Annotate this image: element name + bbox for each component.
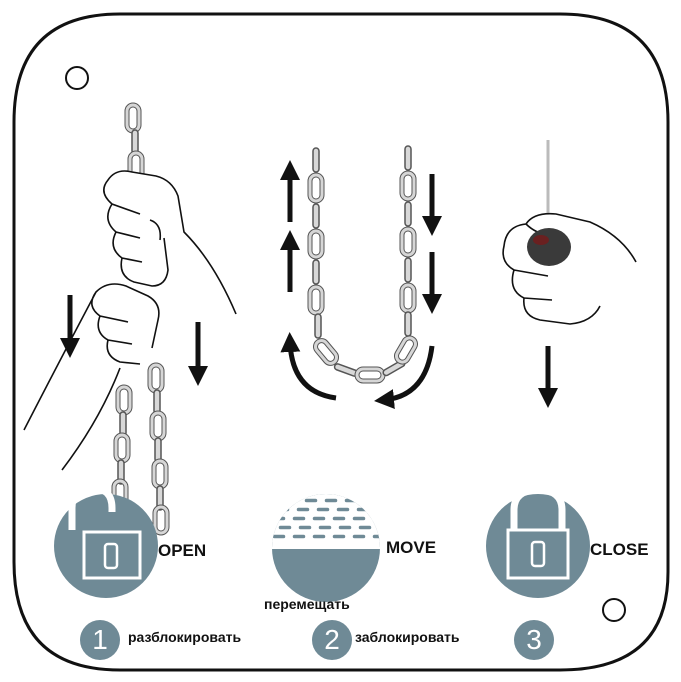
- unlock-ru-label: разблокировать: [128, 629, 241, 645]
- open-label: OPEN: [158, 541, 206, 561]
- close-label: CLOSE: [590, 540, 649, 560]
- ball: [527, 228, 571, 266]
- ball-highlight: [533, 235, 549, 245]
- step-2-badge: 2: [312, 620, 352, 660]
- move-label: MOVE: [386, 538, 436, 558]
- move-ru-label: перемещать: [264, 596, 350, 612]
- step-1-badge: 1: [80, 620, 120, 660]
- step-3-badge: 3: [514, 620, 554, 660]
- lock-ru-label: заблокировать: [355, 629, 460, 645]
